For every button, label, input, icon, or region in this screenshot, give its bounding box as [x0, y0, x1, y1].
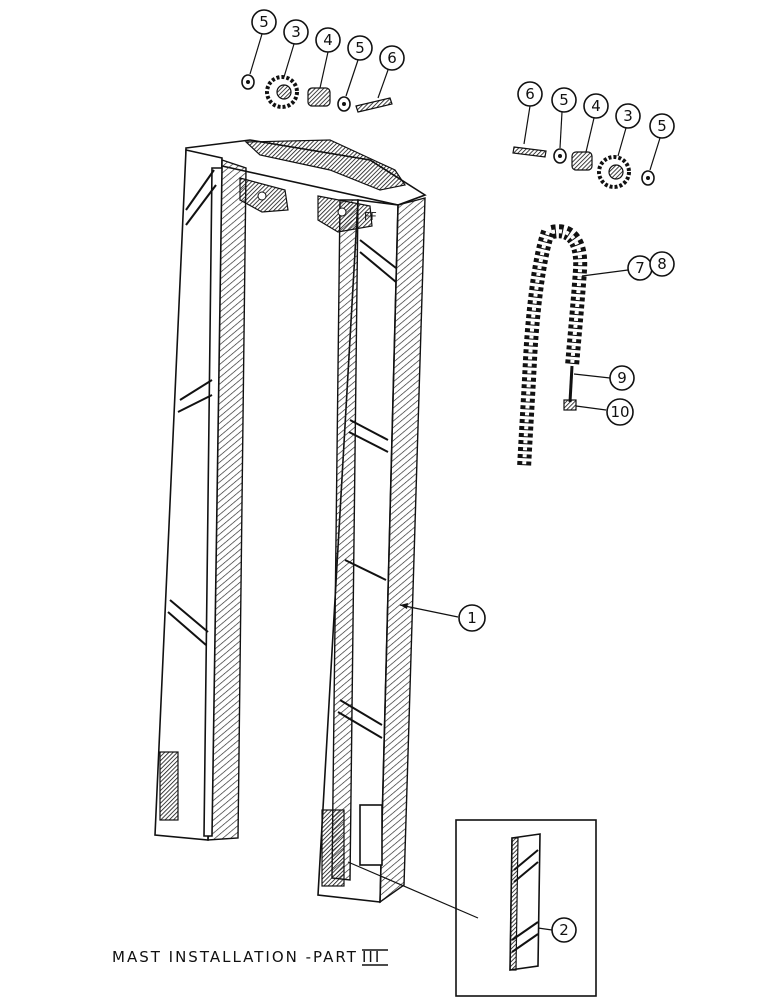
- mast-marking: FF: [364, 210, 377, 223]
- right-sprocket-group: 6 5 4 3 5: [512, 81, 675, 189]
- mast-left-slot: [159, 751, 179, 821]
- diagram-caption-roman: III: [362, 948, 381, 966]
- callout-7: 7: [627, 255, 653, 281]
- callout-left-5b: 5: [347, 35, 373, 61]
- svg-text:3: 3: [623, 107, 633, 125]
- svg-text:5: 5: [559, 91, 569, 109]
- callout-right-6: 6: [517, 81, 543, 107]
- svg-text:4: 4: [591, 97, 601, 115]
- callout-right-5a: 5: [551, 87, 577, 113]
- svg-text:4: 4: [323, 31, 333, 49]
- svg-text:5: 5: [259, 13, 269, 31]
- svg-text:1: 1: [467, 609, 477, 627]
- svg-text:2: 2: [559, 921, 569, 939]
- pin-right: [512, 146, 547, 158]
- mast-right-inner-web: [331, 199, 359, 881]
- chain-anchor-rod: [568, 365, 574, 403]
- svg-text:7: 7: [635, 259, 645, 277]
- mast-left-channel-web: [203, 167, 223, 837]
- bushing-right: [571, 151, 593, 171]
- chain-left-strand: [517, 229, 555, 469]
- callout-right-4: 4: [583, 93, 609, 119]
- svg-text:9: 9: [617, 369, 627, 387]
- svg-text:8: 8: [657, 255, 667, 273]
- diagram-caption: MAST INSTALLATION -PART: [112, 948, 358, 966]
- svg-text:5: 5: [355, 39, 365, 57]
- callout-1: 1: [458, 604, 486, 632]
- svg-text:6: 6: [387, 49, 397, 67]
- svg-text:10: 10: [610, 403, 629, 421]
- mast-right-channel-side: [379, 197, 426, 904]
- callout-2: 2: [551, 917, 577, 943]
- left-sprocket-group: 5 3 4 5 6: [241, 9, 405, 113]
- mast-frame: FF: [154, 139, 427, 904]
- svg-text:6: 6: [525, 85, 535, 103]
- callout-8: 8: [649, 251, 675, 277]
- callout-left-6: 6: [379, 45, 405, 71]
- lift-chain: [517, 224, 588, 469]
- callout-right-5b: 5: [649, 113, 675, 139]
- mast-right-slot-2: [359, 804, 383, 866]
- mast-shading-stripes: [167, 169, 397, 739]
- bushing-left: [307, 87, 331, 107]
- callout-left-5a: 5: [251, 9, 277, 35]
- callout-9: 9: [609, 365, 635, 391]
- svg-text:3: 3: [291, 23, 301, 41]
- chain-anchor-nut: [563, 399, 577, 411]
- callout-10: 10: [606, 398, 634, 426]
- mast-crosshead-casting: [244, 139, 406, 191]
- svg-text:5: 5: [657, 117, 667, 135]
- callout-left-3: 3: [283, 19, 309, 45]
- leader-inset: [347, 861, 479, 919]
- leader-1: [399, 604, 459, 618]
- callout-right-3: 3: [615, 103, 641, 129]
- pad-detail-inset: [455, 819, 597, 997]
- mast-right-slot: [321, 809, 345, 887]
- pin-left: [355, 97, 393, 113]
- callout-left-4: 4: [315, 27, 341, 53]
